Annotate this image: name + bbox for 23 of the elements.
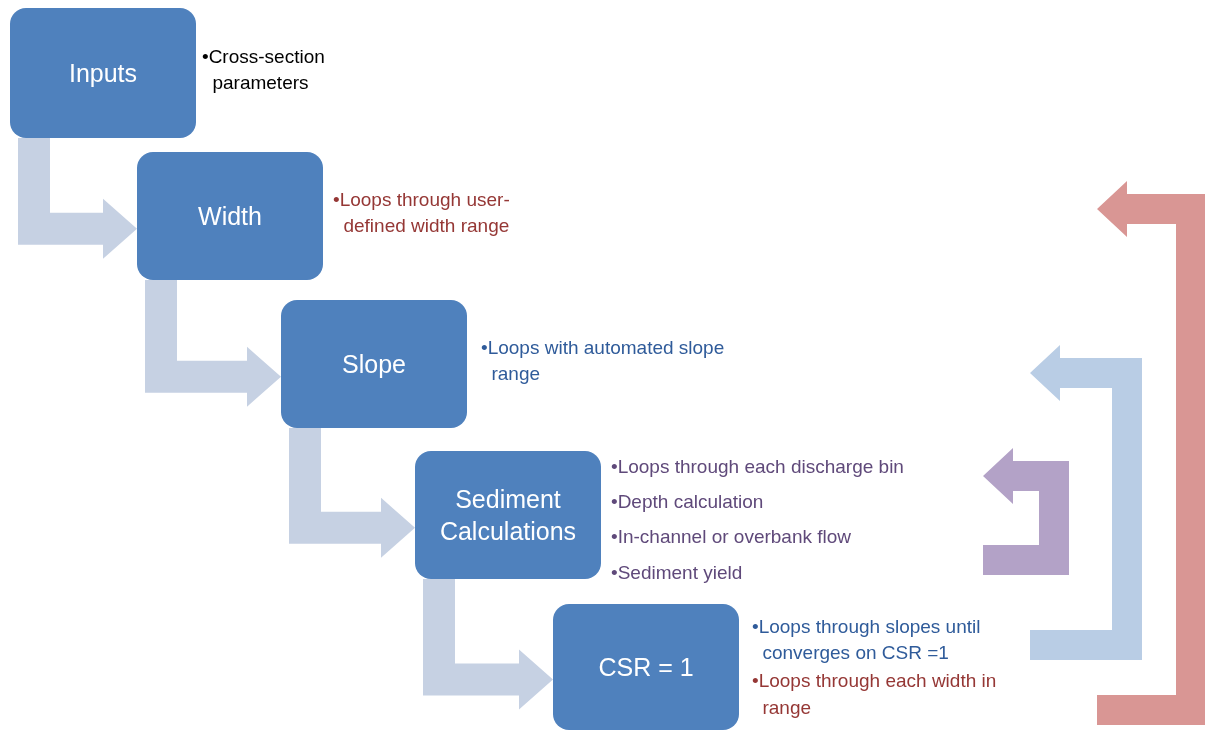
- step-title: Inputs: [68, 57, 138, 89]
- process-box: [553, 604, 739, 730]
- process-box: [137, 152, 323, 280]
- process-box: [281, 300, 467, 428]
- bullet-note: •Loops through each width in range: [752, 669, 998, 720]
- bent-arrow: [289, 428, 415, 558]
- bullet-note: •Sediment yield: [611, 560, 744, 585]
- process-box: [415, 451, 601, 579]
- bullet-note: •Loops with automated slope range: [481, 336, 726, 387]
- step-title: Sediment Calculations: [438, 483, 578, 547]
- step-title: CSR = 1: [598, 651, 694, 683]
- bullet-note: •Loops through each discharge bin: [611, 455, 905, 479]
- bullet-note: •Loops through user-defined width range: [333, 188, 511, 239]
- step-title: Width: [198, 200, 262, 232]
- bent-arrow: [423, 579, 553, 710]
- step-title: Slope: [342, 348, 406, 380]
- bullet-note: •Depth calculation: [611, 490, 765, 515]
- bent-arrow: [18, 138, 137, 259]
- bullet-note: •Loops through slopes until converges on CSR =1: [752, 615, 982, 666]
- bullet-note: •In-channel or overbank flow: [611, 525, 853, 550]
- process-box: [10, 8, 196, 138]
- bent-arrow: [145, 280, 281, 407]
- bullet-note: •Cross-section parameters: [202, 45, 326, 96]
